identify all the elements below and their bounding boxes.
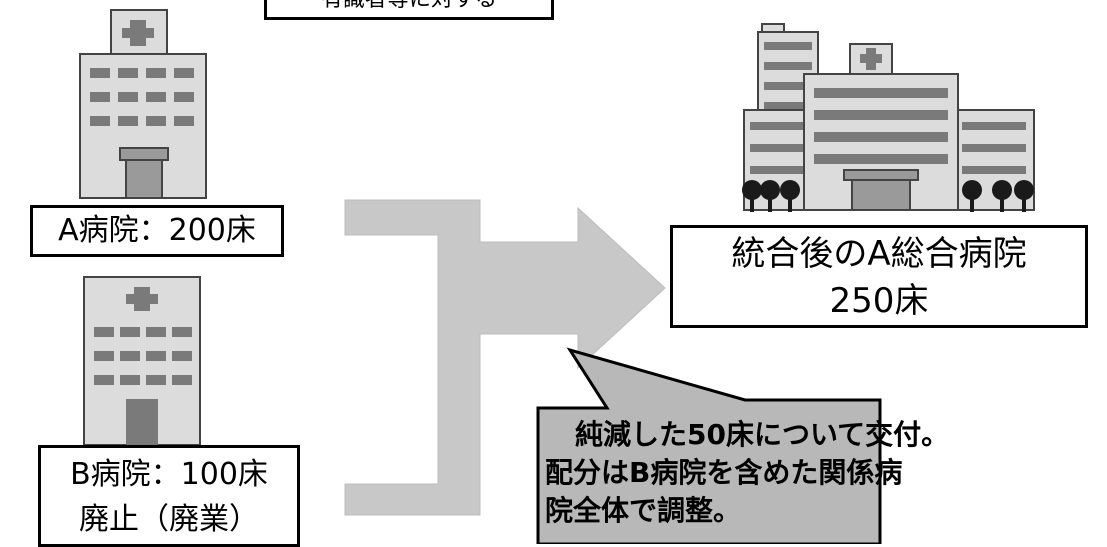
bracket-line — [380, 250, 430, 500]
merged-hospital-label-line2: 250床 — [829, 281, 929, 321]
callout-line3: 院全体で調整。 — [545, 494, 742, 527]
callout-text: 純減した50床について交付。 配分はB病院を含めた関係病 院全体で調整。 — [545, 416, 950, 530]
top-caption-text: 有識者等に対する — [321, 0, 497, 12]
hospital-b-label-box: B病院：100床 廃止（廃業） — [38, 445, 300, 547]
flow-arrow-shape — [344, 199, 666, 516]
merged-hospital-building-icon — [742, 23, 1035, 212]
top-caption-box: 有識者等に対する — [264, 0, 554, 20]
hospital-b-label-line1: B病院：100床 — [70, 457, 268, 492]
callout-line2: 配分はB病院を含めた関係病 — [545, 456, 903, 489]
merged-hospital-label-line1: 統合後のA総合病院 — [731, 234, 1027, 274]
hospital-a-building-icon — [79, 9, 207, 199]
merged-hospital-label-box: 統合後のA総合病院 250床 — [670, 225, 1088, 328]
callout-shape — [536, 347, 882, 544]
hospital-b-label-line2: 廃止（廃業） — [79, 502, 259, 537]
hospital-a-label: A病院：200床 — [58, 213, 256, 248]
hospital-a-label-box: A病院：200床 — [30, 205, 284, 257]
hospital-b-building-icon — [83, 276, 201, 446]
callout-line1: 純減した50床について交付。 — [575, 418, 950, 451]
